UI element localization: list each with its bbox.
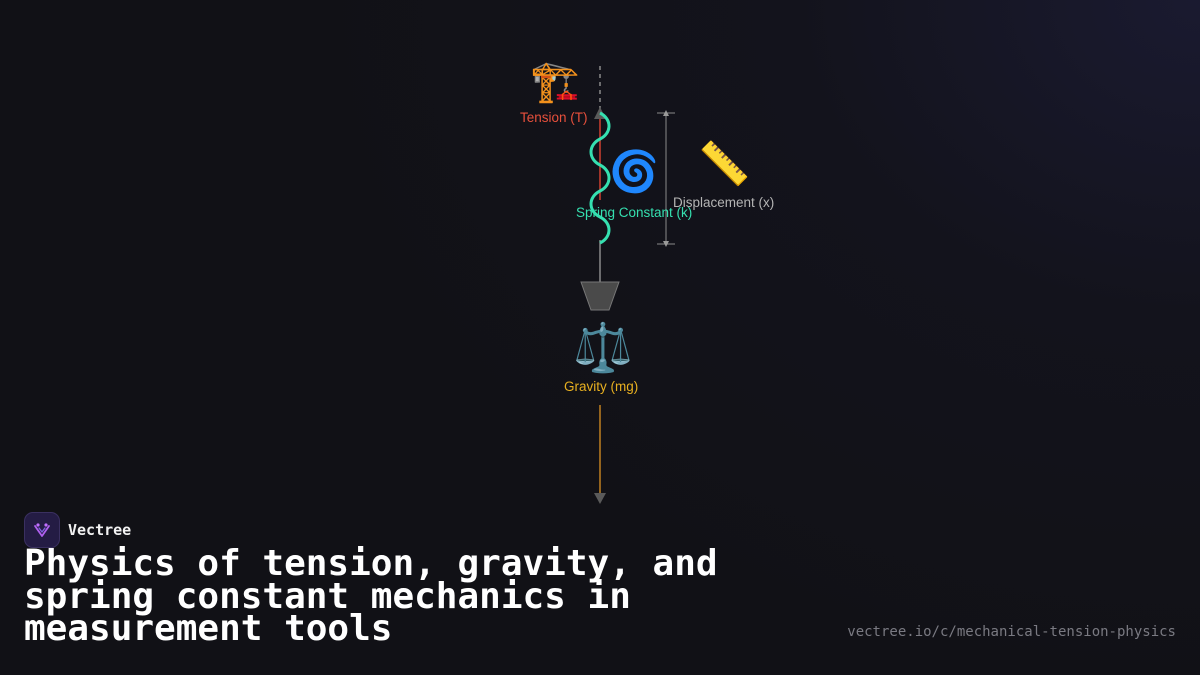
displacement-arrow-up [663,110,669,116]
spring-coil [589,111,611,245]
source-url: vectree.io/c/mechanical-tension-physics [847,624,1176,640]
tension-label: Tension (T) [520,110,588,125]
gravity-arrow-head [594,493,606,504]
displacement-arrow-down [663,241,669,247]
vectree-logo-glyph [34,523,50,537]
cyclone-icon: 🌀 [609,149,659,195]
gravity-label: Gravity (mg) [564,379,639,394]
brand: Vectree [24,512,131,548]
brand-name: Vectree [68,521,132,539]
spring-constant-label: Spring Constant (k) [576,205,693,220]
crane-icon: 🏗️ [530,59,580,105]
ruler-icon: 📏 [698,139,751,188]
balance-scale-icon: ⚖️ [573,320,633,376]
vectree-logo-icon [24,512,60,548]
displacement-label: Displacement (x) [673,195,775,210]
hanging-weight [580,281,620,311]
page-title: Physics of tension, gravity, and spring … [24,543,718,649]
